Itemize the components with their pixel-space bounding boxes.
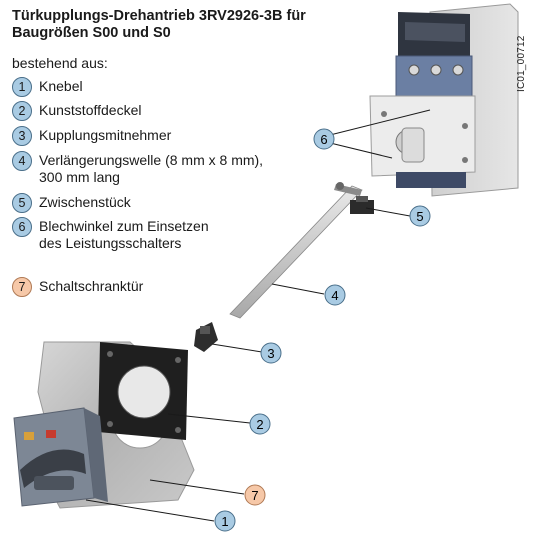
legend-label-6: Blechwinkel zum Einsetzen (39, 218, 209, 234)
callout-5-text: 5 (416, 209, 423, 224)
leader-2 (167, 413, 251, 424)
legend-label-4b: 300 mm lang (39, 169, 120, 185)
legend-item-6: 6 Blechwinkel zum Einsetzen des Leistung… (12, 217, 263, 258)
circuit-breaker-assembly (369, 3, 519, 197)
terminal-screw-1 (408, 64, 420, 76)
legend-label-2: Kunststoffdeckel (39, 102, 142, 118)
callouts: 6 5 4 3 2 7 1 (214, 128, 431, 532)
leader-lines (85, 109, 431, 522)
extension-shaft (229, 182, 363, 319)
callout-1-text: 1 (221, 514, 228, 529)
leader-6b (321, 140, 393, 159)
legend-item-2: 2 Kunststoffdeckel (12, 101, 263, 127)
legend-label-4: Verlängerungswelle (8 mm x 8 mm), (39, 152, 264, 168)
cover-screw-2 (175, 357, 181, 363)
terminal-screw-3 (452, 64, 464, 76)
intermediate-lug (356, 196, 368, 202)
callout-2: 2 (249, 413, 271, 435)
plate-screw-2 (462, 157, 468, 163)
handle-side (84, 408, 108, 502)
legend-label-6b: des Leistungsschalters (39, 235, 182, 251)
parts-legend: 1 Knebel 2 Kunststoffdeckel 3 Kupplungsm… (12, 77, 264, 302)
breaker-blue-body (395, 55, 473, 97)
coupling-driver (194, 322, 218, 352)
legend-label-3: Kupplungsmitnehmer (39, 127, 172, 143)
callout-3: 3 (260, 342, 282, 364)
image-code: IC01_00712 (516, 35, 527, 93)
shaft-end-hole (336, 182, 344, 190)
legend-number-6: 6 (12, 217, 32, 237)
plate-screw-3 (381, 111, 387, 117)
callout-7: 7 (244, 484, 266, 506)
title-line-2: Baugrößen S00 und S0 (12, 25, 171, 41)
plastic-cover (98, 342, 188, 440)
cover-screw-3 (107, 421, 113, 427)
subhead: bestehend aus: (12, 55, 108, 71)
intermediate-piece (350, 196, 374, 214)
cover-hole (117, 365, 171, 419)
legend-number-3: 3 (12, 126, 32, 146)
legend-item-5: 5 Zwischenstück (12, 193, 263, 218)
leader-3 (211, 343, 263, 353)
legend-label-5: Zwischenstück (39, 194, 131, 210)
legend-item-1: 1 Knebel (12, 77, 263, 102)
legend-label-7: Schaltschranktür (39, 278, 144, 294)
legend-number-7: 7 (12, 277, 32, 297)
callout-7-text: 7 (251, 488, 258, 503)
callout-6-text: 6 (320, 132, 327, 147)
cover-screw-1 (107, 351, 113, 357)
coupling-sleeve (401, 127, 425, 163)
legend-number-2: 2 (12, 101, 32, 121)
leader-1 (85, 499, 215, 522)
legend-number-5: 5 (12, 193, 32, 213)
leader-6a (321, 109, 431, 138)
handle-knob (34, 476, 74, 490)
leader-5 (365, 207, 411, 217)
legend-number-4: 4 (12, 151, 32, 171)
rotary-handle (13, 407, 108, 507)
callout-1: 1 (214, 510, 236, 532)
callout-2-text: 2 (256, 417, 263, 432)
callout-6: 6 (313, 128, 335, 150)
legend-label-1: Knebel (39, 78, 83, 94)
legend-item-3: 3 Kupplungsmitnehmer (12, 126, 263, 152)
callout-4-text: 4 (331, 288, 338, 303)
leader-7 (149, 479, 245, 495)
plate-screw-1 (462, 123, 468, 129)
legend-number-1: 1 (12, 77, 32, 97)
legend-item-4: 4 Verlängerungswelle (8 mm x 8 mm), 300 … (12, 151, 264, 194)
intermediate-block (350, 200, 374, 214)
driver-top (200, 326, 210, 334)
title-line-1: Türkupplungs-Drehantrieb 3RV2926-3B für (12, 8, 306, 24)
terminal-screw-2 (430, 64, 442, 76)
callout-4: 4 (324, 284, 346, 306)
leader-4 (271, 283, 325, 295)
callout-5: 5 (409, 205, 431, 227)
handle-indicator-yellow (24, 432, 34, 440)
shaft-body (229, 185, 363, 319)
title: Türkupplungs-Drehantrieb 3RV2926-3B für … (12, 8, 306, 42)
breaker-base (396, 172, 466, 188)
legend-item-7: 7 Schaltschranktür (12, 277, 263, 302)
breaker-terminal-cover (405, 22, 465, 42)
cover-screw-4 (175, 427, 181, 433)
callout-3-text: 3 (267, 346, 274, 361)
handle-indicator-red (46, 430, 56, 438)
